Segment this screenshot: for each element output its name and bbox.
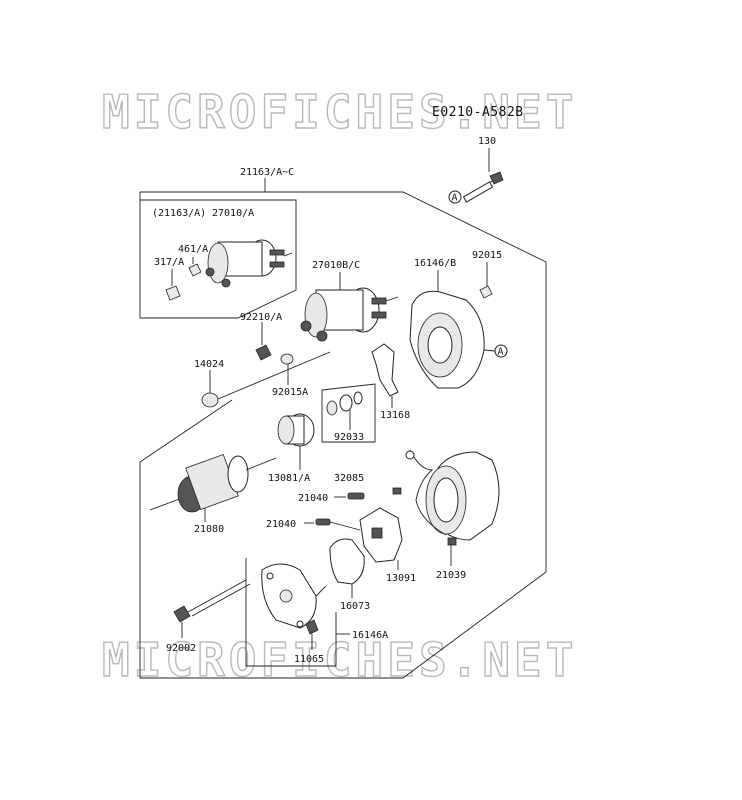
label-130: 130 <box>478 136 496 147</box>
label-92033: 92033 <box>334 432 364 443</box>
label-21039: 21039 <box>436 570 466 581</box>
label-16073: 16073 <box>340 601 370 612</box>
rear-cover-16146a <box>261 563 350 635</box>
label-92002: 92002 <box>166 643 196 654</box>
lever-13168 <box>371 343 399 408</box>
label-11065: 11065 <box>294 654 324 665</box>
label-13081a: 13081/A <box>268 473 310 484</box>
armature-21080 <box>149 453 277 522</box>
nut-317a <box>165 269 181 301</box>
cap-14024 <box>201 351 331 408</box>
nut-461a <box>188 257 202 277</box>
solenoid-group-box <box>139 192 297 319</box>
ref-marker-a-top: A <box>448 190 462 204</box>
label-317a: 317/A <box>154 257 184 268</box>
assembly-outline <box>139 191 547 679</box>
yoke-assembly <box>392 449 500 566</box>
label-21163: 21163/A~C <box>240 167 294 178</box>
ref-marker-a-side: A <box>494 344 508 358</box>
brush-plate-16073 <box>329 538 365 598</box>
group-box-16146a <box>245 558 337 667</box>
label-14024: 14024 <box>194 359 224 370</box>
label-21080: 21080 <box>194 524 224 535</box>
label-32085: 32085 <box>334 473 364 484</box>
label-27010a: 27010/A <box>212 208 254 219</box>
label-21040-lower: 21040 <box>266 519 296 530</box>
front-housing-16146b <box>409 270 496 389</box>
svg-text:A: A <box>452 193 458 204</box>
label-92210a: 92210/A <box>240 312 282 323</box>
bolt-130 <box>462 148 504 203</box>
solenoid-27010a <box>205 239 293 288</box>
washer-92015 <box>479 262 493 299</box>
label-92015a: 92015A <box>272 387 308 398</box>
brush-holder-13091 <box>359 507 403 570</box>
label-92015: 92015 <box>472 250 502 261</box>
label-461a: 461/A <box>178 244 208 255</box>
solenoid-27010bc <box>300 272 399 342</box>
nut-92210a <box>255 322 272 361</box>
washer-92015a <box>280 353 294 385</box>
spring-21040-lower <box>304 518 361 531</box>
watermark-top: MICROFICHES.NET <box>102 85 577 139</box>
label-21040-upper: 21040 <box>298 493 328 504</box>
label-16146b: 16146/B <box>414 258 456 269</box>
label-group-21163a: (21163/A) <box>152 208 206 219</box>
screw-11065 <box>305 619 319 650</box>
spring-21040-upper <box>334 492 365 500</box>
svg-text:A: A <box>498 347 504 358</box>
label-13168: 13168 <box>380 410 410 421</box>
group-box-32085 <box>321 383 376 443</box>
clutch-13081a <box>277 413 315 470</box>
washers-92033 <box>326 391 363 430</box>
label-27010bc: 27010B/C <box>312 260 360 271</box>
through-bolt-92002 <box>173 579 251 638</box>
label-13091: 13091 <box>386 573 416 584</box>
watermark-bottom: MICROFICHES.NET <box>102 633 577 687</box>
diagram-code: E0210-A582B <box>432 105 524 120</box>
label-16146a: 16146A <box>352 630 388 641</box>
